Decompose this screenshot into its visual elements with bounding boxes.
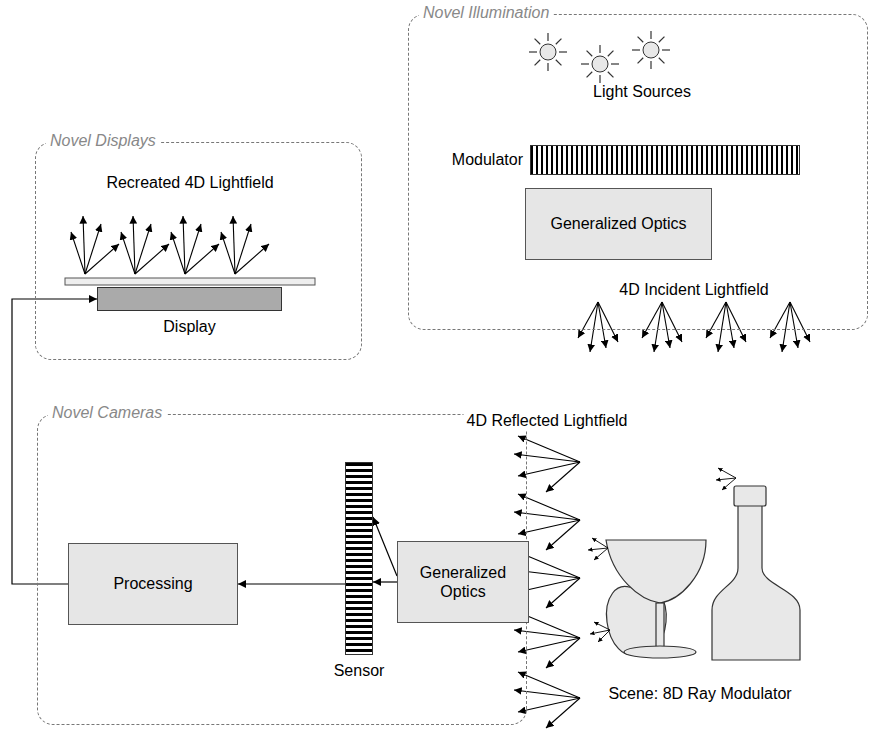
annotation-label: 4D Incident Lightfield	[616, 281, 771, 299]
region-title: Novel Illumination	[419, 4, 553, 22]
light-ray-fan	[578, 302, 618, 352]
part-label: Sensor	[334, 662, 385, 680]
region-title: Novel Displays	[46, 132, 160, 150]
box-label: Generalized Optics	[542, 214, 694, 233]
decoration	[65, 31, 810, 728]
connector-arrow	[238, 584, 345, 585]
light-ray-fan	[770, 302, 810, 352]
bottle	[712, 486, 800, 660]
connector-arrow	[373, 517, 397, 582]
connector-arrow	[12, 299, 97, 584]
light-ray-fan	[588, 538, 608, 560]
striped-element: Sensor	[345, 462, 373, 655]
part-label: Modulator	[452, 151, 523, 169]
striped-element: Display	[97, 287, 282, 311]
annotation-label: Scene: 8D Ray Modulator	[605, 685, 794, 703]
light-ray-fan	[514, 436, 580, 492]
box-label: Processing	[105, 574, 200, 593]
box-label: Generalized Optics	[398, 563, 528, 601]
light-source-icon	[581, 45, 619, 83]
light-source-icon	[529, 33, 567, 71]
region-title: Novel Cameras	[48, 404, 166, 422]
optics-box: Generalized Optics	[397, 541, 529, 623]
light-ray-fan	[590, 622, 610, 642]
light-ray-fan	[221, 216, 269, 274]
light-ray-fan	[71, 216, 119, 274]
light-ray-fan	[716, 468, 736, 490]
dashed-region: Novel CamerasProcessingSensorGeneralized…	[37, 414, 527, 725]
annotation-label: Recreated 4D Lightfield	[103, 174, 276, 192]
striped-element: Modulator	[530, 145, 800, 175]
light-ray-fan	[121, 216, 169, 274]
optics-box: Generalized Optics	[525, 188, 712, 260]
part-label: Display	[163, 318, 215, 336]
optics-box: Processing	[68, 543, 238, 625]
light-ray-fan	[706, 302, 746, 352]
light-ray-fan	[171, 216, 219, 274]
light-source-icon	[632, 31, 670, 69]
annotation-label: 4D Reflected Lightfield	[464, 412, 631, 430]
light-ray-fan	[514, 672, 580, 728]
annotation-label: Light Sources	[590, 83, 694, 101]
display-panel	[65, 278, 315, 285]
light-ray-fan	[642, 302, 682, 352]
wine-glass	[606, 540, 706, 658]
